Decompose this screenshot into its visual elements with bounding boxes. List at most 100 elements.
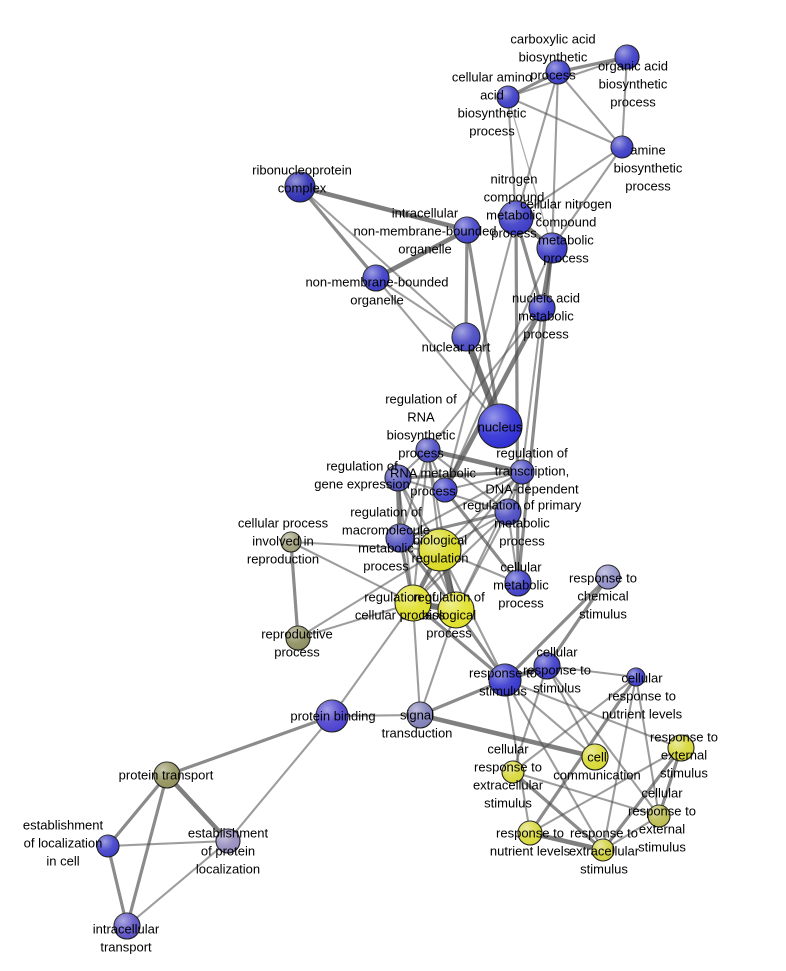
edge-cellular-response-to-extracellular-stimulus--response-to-extracellular-stimulus [511,770,605,852]
edge-carboxylic-acid-biosynthetic-process--amine-biosynthetic-process [556,70,624,149]
edge-cellular-nitrogen-compound-metabolic-process--rna-metabolic-process [443,246,554,492]
edge-nucleic-acid-metabolic-process--regulation-of-rna-biosynthetic-process [426,306,544,452]
edge-cellular-response-to-stimulus--cellular-response-to-nutrient-levels [545,664,638,679]
edge-nucleic-acid-metabolic-process--regulation-of-transcription-dna-dependent [520,306,544,474]
edge-regulation-of-transcription-dna-dependent--regulation-of-biological-process [454,470,524,612]
edge-amine-biosynthetic-process--nitrogen-compound-metabolic-process [514,145,624,220]
edge-cellular-process-involved-in-reproduction--regulation-of-cellular-process [289,540,415,605]
edge-cellular-process-involved-in-reproduction--reproductive-process [289,540,300,640]
edge-regulation-of-primary-metabolic-process--regulation-of-macromolecule-metabolic-process [398,510,510,540]
edge-intracellular-non-membrane-bounded-organelle--nuclear-part [464,228,469,339]
edge-establishment-of-localization-in-cell--intracellular-transport [106,844,129,928]
edge-cellular-response-to-stimulus--cell-communication [545,664,597,759]
edge-cellular-response-to-nutrient-levels--cellular-response-to-extracellular-stimulus [511,675,638,774]
edge-reproductive-process--biological-regulation [296,548,442,640]
edge-nitrogen-compound-metabolic-process--rna-metabolic-process [443,216,518,492]
edge-ribonucleoprotein-complex--intracellular-non-membrane-bounded-organelle [297,184,470,233]
edge-cellular-amino-acid-biosynthetic-process--cellular-nitrogen-compound-metabolic-process [507,96,553,249]
edge-cell-communication--signal-transduction [417,712,598,760]
edge-establishment-of-protein-localization--protein-binding [226,714,334,843]
edge-response-to-external-stimulus--response-to-extracellular-stimulus [601,746,683,852]
edge-establishment-of-protein-localization--intracellular-transport [125,839,230,928]
edge-non-membrane-bounded-organelle--nucleus [374,276,502,428]
node-label-protein-transport: protein transport [119,768,214,783]
edge-cellular-response-to-extracellular-stimulus--cellular-response-to-external-stimulus [511,770,661,818]
edge-carboxylic-acid-biosynthetic-process--cellular-nitrogen-compound-metabolic-process [550,70,560,250]
edge-response-to-stimulus--response-to-extracellular-stimulus [503,678,605,852]
edge-ribonucleoprotein-complex--nuclear-part [298,185,468,339]
edge-regulation-of-transcription-dna-dependent--regulation-of-cellular-process [411,470,524,605]
edge-protein-binding--regulation-of-cellular-process [330,601,415,718]
edge-reproductive-process--regulation-of-cellular-process [296,601,415,640]
edge-cellular-amino-acid-biosynthetic-process--nitrogen-compound-metabolic-process [506,95,518,220]
edge-regulation-of-rna-biosynthetic-process--regulation-of-macromolecule-metabolic-process [398,448,430,540]
edge-cellular-process-involved-in-reproduction--biological-regulation [289,540,442,552]
edge-non-membrane-bounded-organelle--nuclear-part [374,276,468,339]
edge-response-to-stimulus--response-to-chemical-stimulus [503,575,610,682]
node-label-nuclear-part: nuclear part [422,340,491,355]
edge-regulation-of-rna-biosynthetic-process--regulation-of-primary-metabolic-process [426,448,510,514]
edge-cellular-response-to-stimulus--cellular-response-to-extracellular-stimulus [511,664,549,774]
edge-regulation-of-transcription-dna-dependent--rna-metabolic-process [443,470,524,492]
edge-response-to-stimulus--response-to-external-stimulus [503,678,683,750]
nodes-layer [96,44,695,940]
node-label-protein-binding: protein binding [290,709,375,724]
edge-cellular-response-to-nutrient-levels--response-to-extracellular-stimulus [601,675,638,852]
edge-protein-transport--intracellular-transport [125,773,169,928]
edge-intracellular-non-membrane-bounded-organelle--non-membrane-bounded-organelle [373,227,470,281]
edge-establishment-of-localization-in-cell--establishment-of-protein-localization [106,839,230,848]
edge-organic-acid-biosynthetic-process--amine-biosynthetic-process [620,55,629,149]
edge-cellular-amino-acid-biosynthetic-process--amine-biosynthetic-process [506,95,624,149]
edge-protein-binding--protein-transport [165,714,334,777]
edge-cellular-response-to-stimulus--response-to-chemical-stimulus [545,575,610,668]
edge-regulation-of-cellular-process--signal-transduction [411,601,422,717]
edge-cellular-response-to-stimulus--cellular-response-to-external-stimulus [545,664,661,818]
edge-ribonucleoprotein-complex--non-membrane-bounded-organelle [298,185,378,280]
edge-carboxylic-acid-biosynthetic-process--nitrogen-compound-metabolic-process [514,70,560,220]
edge-amine-biosynthetic-process--cellular-nitrogen-compound-metabolic-process [550,145,624,250]
edge-response-to-external-stimulus--response-to-nutrient-levels [528,746,683,835]
edge-regulation-of-rna-biosynthetic-process--regulation-of-transcription-dna-dependent [425,447,525,475]
edge-cellular-response-to-nutrient-levels--cellular-response-to-external-stimulus [634,675,661,818]
node-label-nucleus: nucleus [478,420,523,435]
